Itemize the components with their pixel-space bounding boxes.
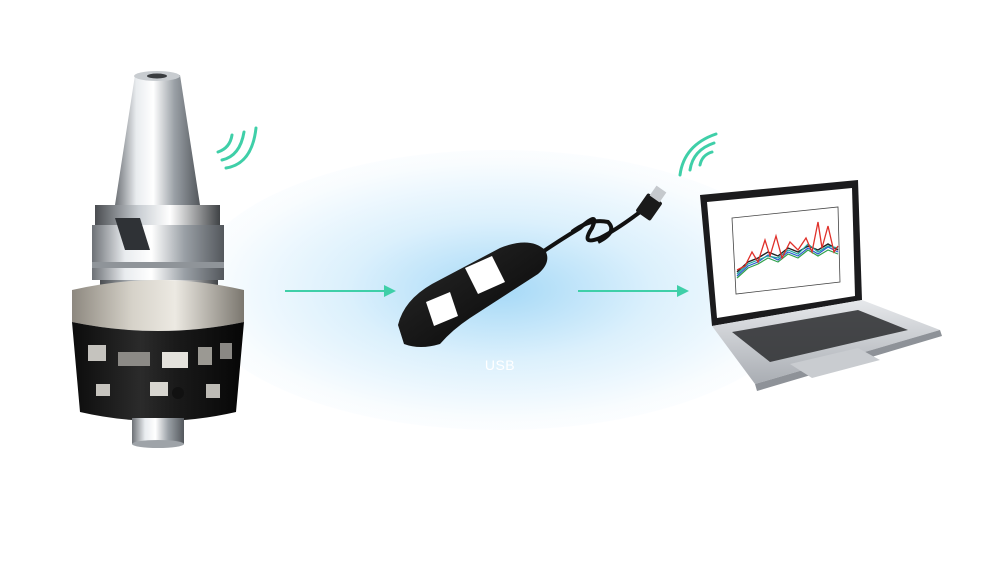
laptop [700,180,942,391]
wifi-signal-icon [678,132,718,177]
usb-label: USB [484,357,516,373]
tool-holder-sensor [72,71,244,448]
arrow-right-icon [285,285,396,297]
plot-series-red [736,221,839,271]
plot-series-teal [736,243,839,275]
plot-series-blue [736,246,839,277]
temperature-plot [731,206,841,295]
wifi-signal-icon [216,126,258,170]
usb-receiver [398,185,667,347]
plot-series-black [736,243,839,273]
plot-series-green [736,249,839,279]
arrow-right-icon [578,285,689,297]
